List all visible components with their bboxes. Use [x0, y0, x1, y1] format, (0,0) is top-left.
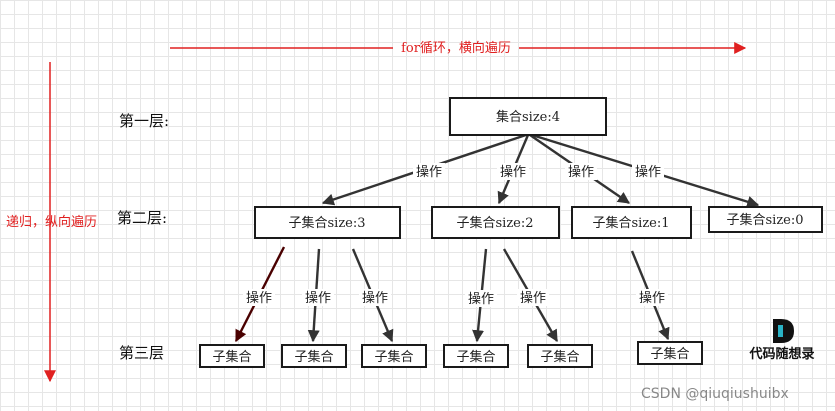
logo: 代码随想录	[748, 319, 815, 362]
logo-text: 代码随想录	[748, 346, 814, 362]
horizontal-traversal-arrow: for循环，横向遍历	[170, 40, 747, 56]
node-level3-4-label: 子集合	[456, 349, 495, 365]
node-root-label: 集合size:4	[496, 109, 560, 125]
node-level2-1: 子集合size:3	[254, 206, 401, 239]
edge-labels: 操作 操作 操作 操作 操作 操作 操作 操作 操作 操作	[243, 163, 668, 307]
edge-label: 操作	[246, 290, 272, 306]
horizontal-traversal-label: for循环，横向遍历	[401, 40, 511, 56]
edge-label: 操作	[468, 291, 494, 307]
level-3-label: 第三层	[119, 344, 164, 362]
edge-label: 操作	[305, 290, 331, 306]
node-level3-6: 子集合	[637, 341, 703, 365]
node-level3-5-label: 子集合	[540, 349, 579, 365]
watermark: CSDN @qiuqiushuibx	[641, 386, 789, 402]
node-level3-3: 子集合	[361, 344, 427, 368]
edges-level-1	[321, 133, 760, 208]
node-level3-6-label: 子集合	[650, 346, 689, 362]
edge-label: 操作	[639, 290, 665, 306]
node-root: 集合size:4	[449, 97, 607, 136]
edge-label: 操作	[568, 164, 594, 180]
node-level2-2: 子集合size:2	[431, 206, 560, 239]
node-level2-3: 子集合size:1	[571, 206, 692, 239]
edges-level-2	[234, 246, 670, 343]
node-level2-1-label: 子集合size:3	[288, 215, 365, 231]
edge-label: 操作	[635, 164, 661, 180]
node-level3-5: 子集合	[527, 344, 593, 368]
node-level2-2-label: 子集合size:2	[456, 215, 533, 231]
node-level3-3-label: 子集合	[374, 349, 413, 365]
vertical-traversal-arrow: 递归，纵向遍历	[6, 62, 97, 383]
edge-label: 操作	[520, 290, 546, 306]
node-level2-4-label: 子集合size:0	[726, 212, 803, 228]
node-level3-1-label: 子集合	[212, 349, 251, 365]
node-level3-2-label: 子集合	[294, 349, 333, 365]
logo-d-icon	[773, 319, 794, 343]
node-level3-4: 子集合	[443, 344, 509, 368]
edge-label: 操作	[362, 290, 388, 306]
level-1-label: 第一层:	[119, 112, 169, 130]
node-level2-4: 子集合size:0	[708, 206, 823, 233]
level-2-label: 第二层:	[117, 209, 167, 227]
edge-label: 操作	[500, 164, 526, 180]
node-level3-1: 子集合	[199, 344, 265, 368]
node-level3-2: 子集合	[281, 344, 347, 368]
edge-label: 操作	[416, 164, 442, 180]
vertical-traversal-label: 递归，纵向遍历	[6, 214, 97, 230]
node-level2-3-label: 子集合size:1	[592, 215, 669, 231]
